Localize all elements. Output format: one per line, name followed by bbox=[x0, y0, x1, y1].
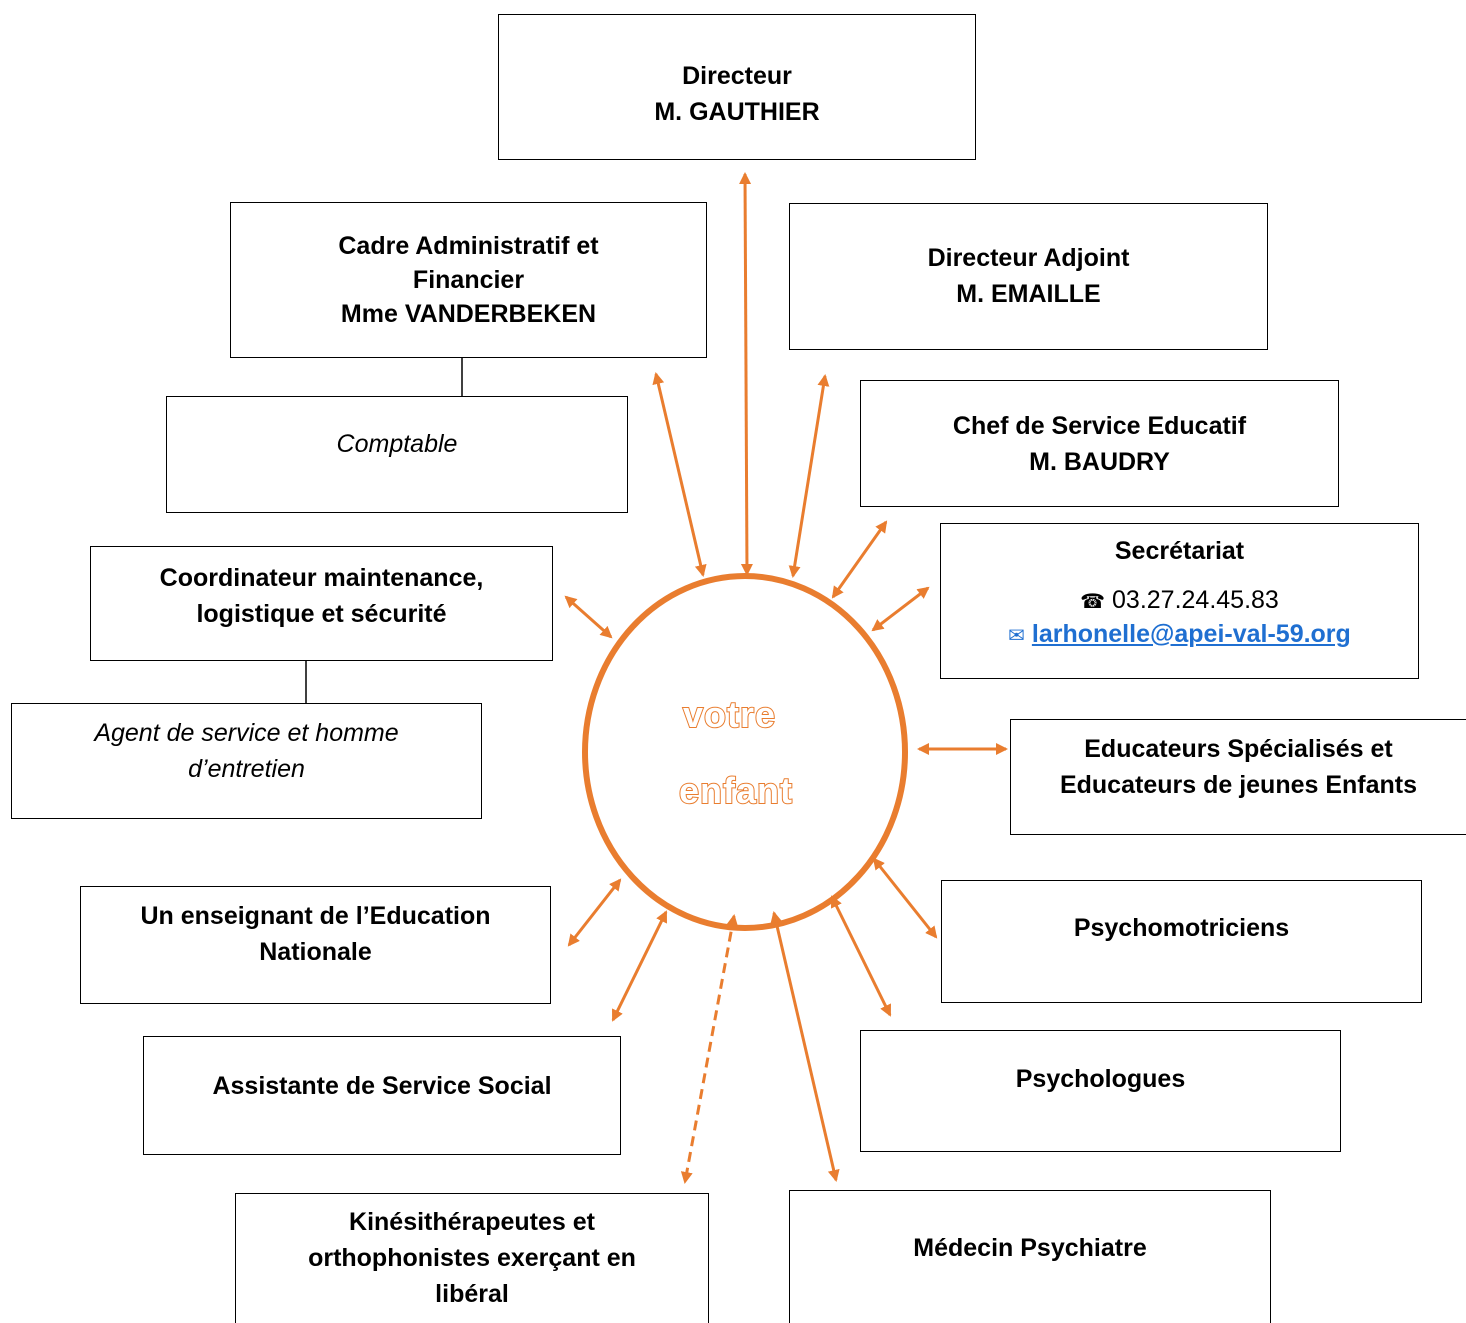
box-psychologues: Psychologues bbox=[860, 1030, 1341, 1152]
center-label-votre: votre bbox=[682, 693, 777, 736]
center-circle bbox=[582, 573, 908, 931]
arrow-cadre bbox=[652, 372, 707, 577]
arrow-enseignant bbox=[567, 878, 622, 947]
box-secretariat: Secrétariat ☎ 03.27.24.45.83 ✉ larhonell… bbox=[940, 523, 1419, 679]
box-educateurs: Educateurs Spécialisés et Educateurs de … bbox=[1010, 719, 1466, 835]
secretariat-email-link[interactable]: larhonelle@apei-val-59.org bbox=[1031, 620, 1351, 648]
center-label-enfant: enfant bbox=[678, 769, 793, 812]
arrow-psychologues bbox=[830, 895, 892, 1017]
kine-line2: orthophonistes exerçant en bbox=[308, 1244, 636, 1272]
psychologues-label: Psychologues bbox=[1015, 1065, 1186, 1093]
box-cadre-administratif: Cadre Administratif et Financier Mme VAN… bbox=[230, 202, 707, 358]
arrow-kine bbox=[680, 914, 739, 1184]
box-agent: Agent de service et homme d’entretien bbox=[11, 703, 482, 819]
directeur-name: M. GAUTHIER bbox=[654, 97, 820, 126]
arrow-psychomotriciens bbox=[872, 857, 938, 939]
box-coordinateur: Coordinateur maintenance, logistique et … bbox=[90, 546, 553, 661]
assistante-label: Assistante de Service Social bbox=[212, 1072, 552, 1100]
enseignant-line2: Nationale bbox=[259, 937, 372, 966]
psychomotriciens-label: Psychomotriciens bbox=[1073, 914, 1290, 942]
directeur-adjoint-name: M. EMAILLE bbox=[956, 279, 1101, 308]
agent-line2: d’entretien bbox=[188, 754, 305, 783]
educateurs-line2: Educateurs de jeunes Enfants bbox=[1059, 770, 1418, 799]
arrow-chef-service bbox=[831, 520, 888, 599]
directeur-title: Directeur bbox=[682, 62, 792, 90]
chef-service-name: M. BAUDRY bbox=[1029, 447, 1170, 476]
secretariat-title: Secrétariat bbox=[1114, 537, 1245, 565]
box-chef-service: Chef de Service Educatif M. BAUDRY bbox=[860, 380, 1339, 507]
box-kine: Kinésithérapeutes et orthophonistes exer… bbox=[235, 1193, 709, 1323]
chef-service-title: Chef de Service Educatif bbox=[952, 412, 1247, 440]
arrow-directeur-adjoint bbox=[788, 374, 830, 578]
kine-line3: libéral bbox=[435, 1280, 509, 1308]
comptable-label: Comptable bbox=[336, 430, 458, 458]
secretariat-phone: 03.27.24.45.83 bbox=[1112, 585, 1279, 614]
arrow-directeur bbox=[739, 172, 753, 576]
box-comptable: Comptable bbox=[166, 396, 628, 513]
educateurs-line1: Educateurs Spécialisés et bbox=[1084, 735, 1393, 763]
cadre-name: Mme VANDERBEKEN bbox=[340, 300, 597, 328]
box-directeur: Directeur M. GAUTHIER bbox=[498, 14, 976, 160]
medecin-label: Médecin Psychiatre bbox=[913, 1234, 1147, 1262]
box-assistante: Assistante de Service Social bbox=[143, 1036, 621, 1155]
arrow-medecin bbox=[770, 911, 840, 1182]
arrow-assistante bbox=[611, 910, 668, 1022]
enseignant-line1: Un enseignant de l’Education bbox=[140, 902, 491, 930]
kine-line1: Kinésithérapeutes et bbox=[349, 1208, 595, 1236]
cadre-title-line1: Cadre Administratif et bbox=[338, 232, 599, 260]
coordinateur-line2: logistique et sécurité bbox=[196, 599, 447, 628]
directeur-adjoint-title: Directeur Adjoint bbox=[927, 244, 1130, 272]
coordinateur-line1: Coordinateur maintenance, bbox=[159, 564, 484, 592]
phone-icon: ☎ bbox=[1080, 590, 1106, 613]
secretariat-email-row[interactable]: ✉ larhonelle@apei-val-59.org bbox=[1008, 617, 1351, 652]
agent-line1: Agent de service et homme bbox=[94, 719, 399, 747]
arrow-coordinateur bbox=[564, 595, 613, 639]
mail-icon: ✉ bbox=[1008, 625, 1025, 647]
arrow-secretariat bbox=[871, 586, 930, 632]
secretariat-phone-row: ☎ 03.27.24.45.83 bbox=[1080, 583, 1279, 618]
cadre-title-line2: Financier bbox=[412, 266, 525, 294]
box-enseignant: Un enseignant de l’Education Nationale bbox=[80, 886, 551, 1004]
box-medecin: Médecin Psychiatre bbox=[789, 1190, 1271, 1323]
box-psychomotriciens: Psychomotriciens bbox=[941, 880, 1422, 1003]
box-directeur-adjoint: Directeur Adjoint M. EMAILLE bbox=[789, 203, 1268, 350]
